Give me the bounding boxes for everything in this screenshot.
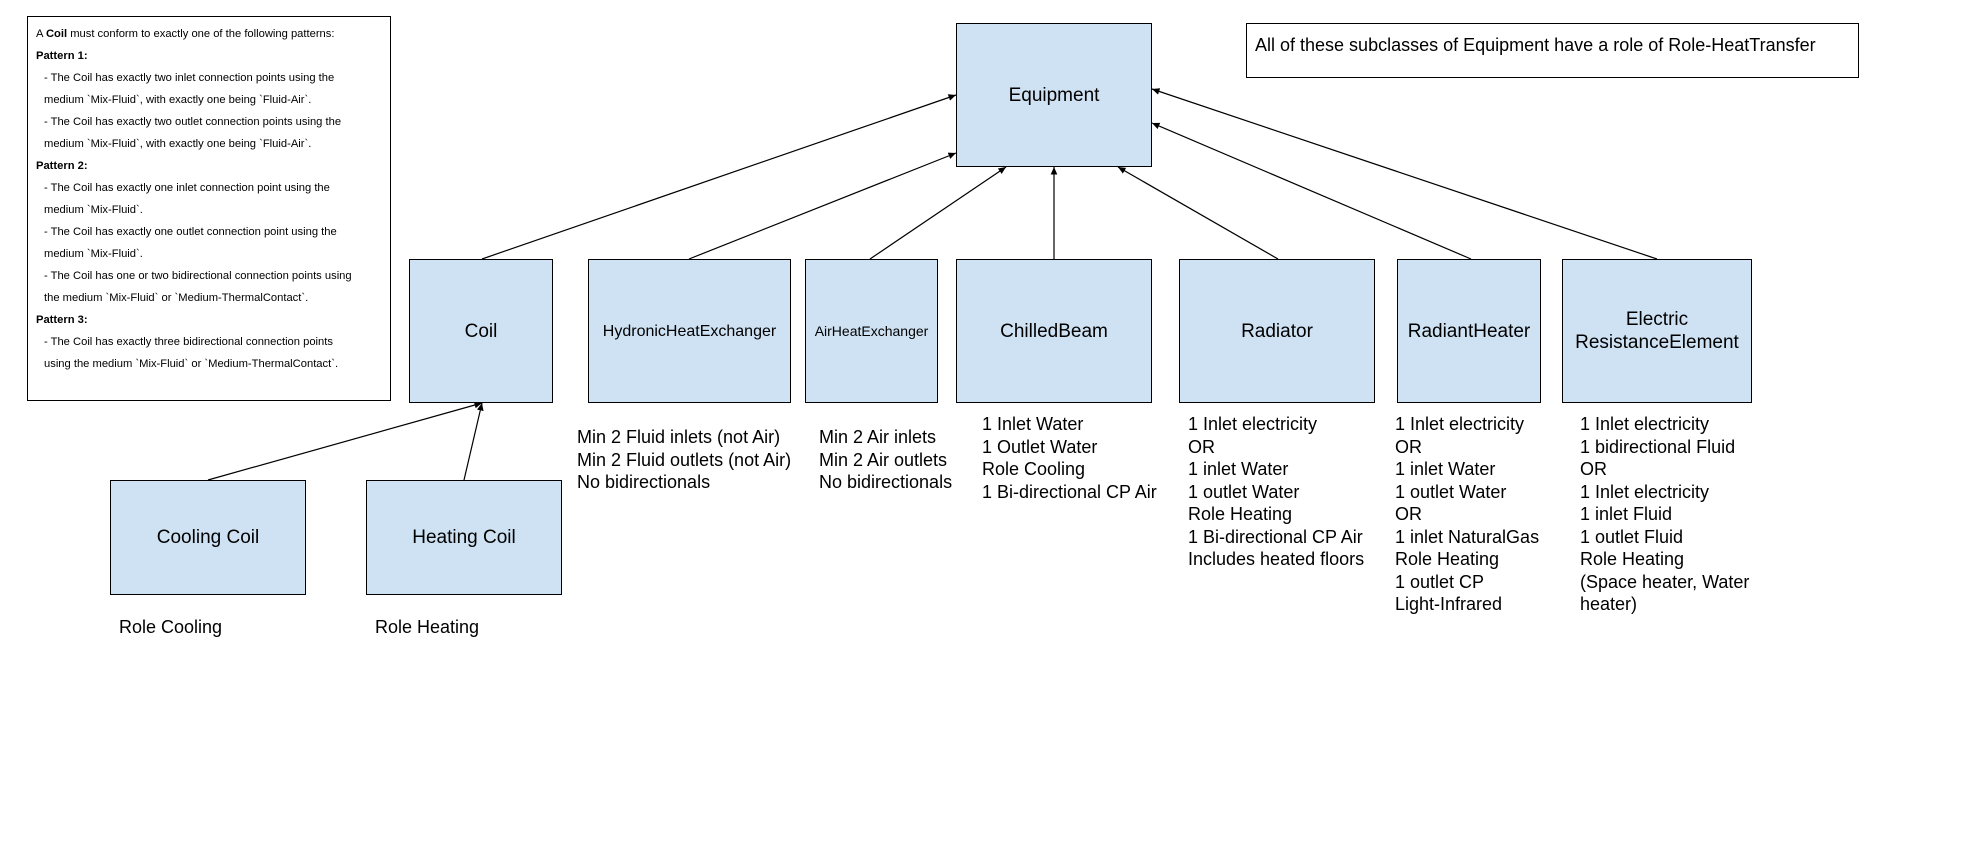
role-note-text: All of these subclasses of Equipment hav… <box>1255 35 1816 55</box>
note-line: No bidirectionals <box>577 472 711 492</box>
node-radiator-label: Radiator <box>1241 320 1313 342</box>
pattern-3-title: Pattern 3: <box>36 314 88 326</box>
note-air: Min 2 Air inlets Min 2 Air outlets No bi… <box>819 426 952 494</box>
node-heating-label: Heating Coil <box>412 527 516 548</box>
edge-coil-to-equipment <box>481 94 957 260</box>
node-electric-label-line: ResistanceElement <box>1575 332 1739 353</box>
pattern-2-line: - The Coil has exactly one inlet connect… <box>44 182 330 194</box>
note-line: Role Heating <box>1188 504 1293 524</box>
node-electric-resistance-element: Electric ResistanceElement <box>1562 259 1752 403</box>
note-line: 1 outlet CP <box>1395 571 1485 592</box>
note-line: 1 inlet Water <box>1395 459 1496 479</box>
node-electric-label-line: Electric <box>1625 309 1689 330</box>
edge-cooling-to-coil <box>207 401 483 481</box>
note-electric-resistance-element: 1 Inlet electricity 1 bidirectional Flui… <box>1580 413 1749 616</box>
note-line: Role Cooling <box>119 617 223 637</box>
node-air-label: AirHeatExchanger <box>814 322 929 339</box>
edge-hydronic-to-equipment <box>688 152 957 260</box>
node-hydronic-label: HydronicHeatExchanger <box>602 322 777 340</box>
pattern-3-line: - The Coil has exactly three bidirection… <box>44 336 333 348</box>
note-line: 1 Inlet electricity <box>1580 481 1710 502</box>
pattern-2-line: medium `Mix-Fluid`. <box>44 204 143 216</box>
note-line: Includes heated floors <box>1188 549 1365 569</box>
note-line: (Space heater, Water <box>1580 571 1750 592</box>
coil-rules-intro: A Coil must conform to exactly one of th… <box>36 23 382 45</box>
note-line: 1 inlet NaturalGas <box>1395 526 1540 547</box>
note-line: 1 Outlet Water <box>982 436 1098 457</box>
pattern-3-line: using the medium `Mix-Fluid` or `Medium-… <box>44 358 339 370</box>
node-radiant-heater: RadiantHeater <box>1397 259 1541 403</box>
node-equipment-label: Equipment <box>1008 84 1100 106</box>
coil-rules-box: A Coil must conform to exactly one of th… <box>27 16 391 401</box>
edge-radiator-to-equipment <box>1117 166 1279 260</box>
note-line: 1 Inlet electricity <box>1580 414 1710 434</box>
node-air-heat-exchanger: AirHeatExchanger <box>805 259 938 403</box>
note-line: 1 bidirectional Fluid <box>1580 436 1736 457</box>
note-line: 1 outlet Fluid <box>1580 526 1684 547</box>
note-line: heater) <box>1580 594 1638 614</box>
note-line: 1 Inlet electricity <box>1395 414 1525 434</box>
pattern-1-title: Pattern 1: <box>36 50 88 62</box>
node-chilled-label: ChilledBeam <box>1000 320 1108 342</box>
intro-prefix: A <box>36 28 46 40</box>
note-chilled-beam: 1 Inlet Water 1 Outlet Water Role Coolin… <box>982 413 1157 503</box>
note-line: OR <box>1395 504 1422 524</box>
note-line: 1 Bi-directional CP Air <box>982 481 1157 502</box>
note-line: 1 inlet Fluid <box>1580 504 1673 524</box>
note-cooling-coil: Role Cooling <box>119 616 222 639</box>
note-line: Role Heating <box>1580 549 1685 569</box>
note-line: Min 2 Air inlets <box>819 427 937 447</box>
note-line: Min 2 Air outlets <box>819 449 948 470</box>
node-coil-label: Coil <box>464 320 498 342</box>
note-hydronic: Min 2 Fluid inlets (not Air) Min 2 Fluid… <box>577 426 791 494</box>
node-coil: Coil <box>409 259 553 403</box>
pattern-2-title: Pattern 2: <box>36 160 88 172</box>
node-cooling-label: Cooling Coil <box>156 527 260 548</box>
note-line: 1 Inlet Water <box>982 414 1084 434</box>
edge-heating-to-coil <box>463 402 484 481</box>
note-line: 1 inlet Water <box>1188 459 1289 479</box>
node-hydronic-heat-exchanger: HydronicHeatExchanger <box>588 259 791 403</box>
note-radiant-heater: 1 Inlet electricity OR 1 inlet Water 1 o… <box>1395 413 1539 616</box>
pattern-2-line: - The Coil has one or two bidirectional … <box>44 270 352 282</box>
intro-bold-term: Coil <box>45 28 68 40</box>
note-line: No bidirectionals <box>819 472 953 492</box>
pattern-1-line: - The Coil has exactly two inlet connect… <box>44 72 335 84</box>
node-cooling-coil: Cooling Coil <box>110 480 306 595</box>
note-line: 1 outlet Water <box>1395 481 1507 502</box>
note-line: OR <box>1395 436 1422 457</box>
pattern-2-line: - The Coil has exactly one outlet connec… <box>44 226 337 238</box>
note-line: Role Heating <box>1395 549 1500 569</box>
pattern-1-line: - The Coil has exactly two outlet connec… <box>44 116 342 128</box>
edge-electric-to-equipment <box>1151 88 1658 260</box>
note-line: OR <box>1188 436 1215 457</box>
node-equipment: Equipment <box>956 23 1152 167</box>
pattern-1-line: medium `Mix-Fluid`, with exactly one bei… <box>44 138 312 150</box>
node-chilled-beam: ChilledBeam <box>956 259 1152 403</box>
note-heating-coil: Role Heating <box>375 616 479 639</box>
pattern-2-line: the medium `Mix-Fluid` or `Medium-Therma… <box>44 292 309 304</box>
note-line: Min 2 Fluid inlets (not Air) <box>577 427 781 447</box>
note-line: 1 outlet Water <box>1188 481 1300 502</box>
node-radiator: Radiator <box>1179 259 1375 403</box>
note-radiator: 1 Inlet electricity OR 1 inlet Water 1 o… <box>1188 413 1364 571</box>
role-note-box: All of these subclasses of Equipment hav… <box>1246 23 1859 78</box>
note-line: 1 Bi-directional CP Air <box>1188 526 1363 547</box>
node-radiant-label: RadiantHeater <box>1407 320 1531 342</box>
note-line: 1 Inlet electricity <box>1188 414 1318 434</box>
edge-radiant-to-equipment <box>1151 122 1472 260</box>
note-line: Min 2 Fluid outlets (not Air) <box>577 449 792 470</box>
note-line: Role Heating <box>375 617 480 637</box>
note-line: Role Cooling <box>982 459 1086 479</box>
note-line: Light-Infrared <box>1395 594 1503 614</box>
pattern-2-line: medium `Mix-Fluid`. <box>44 248 143 260</box>
node-heating-coil: Heating Coil <box>366 480 562 595</box>
note-line: OR <box>1580 459 1607 479</box>
intro-suffix: must conform to exactly one of the follo… <box>67 28 335 40</box>
pattern-1-line: medium `Mix-Fluid`, with exactly one bei… <box>44 94 312 106</box>
edge-air-to-equipment <box>869 166 1007 260</box>
